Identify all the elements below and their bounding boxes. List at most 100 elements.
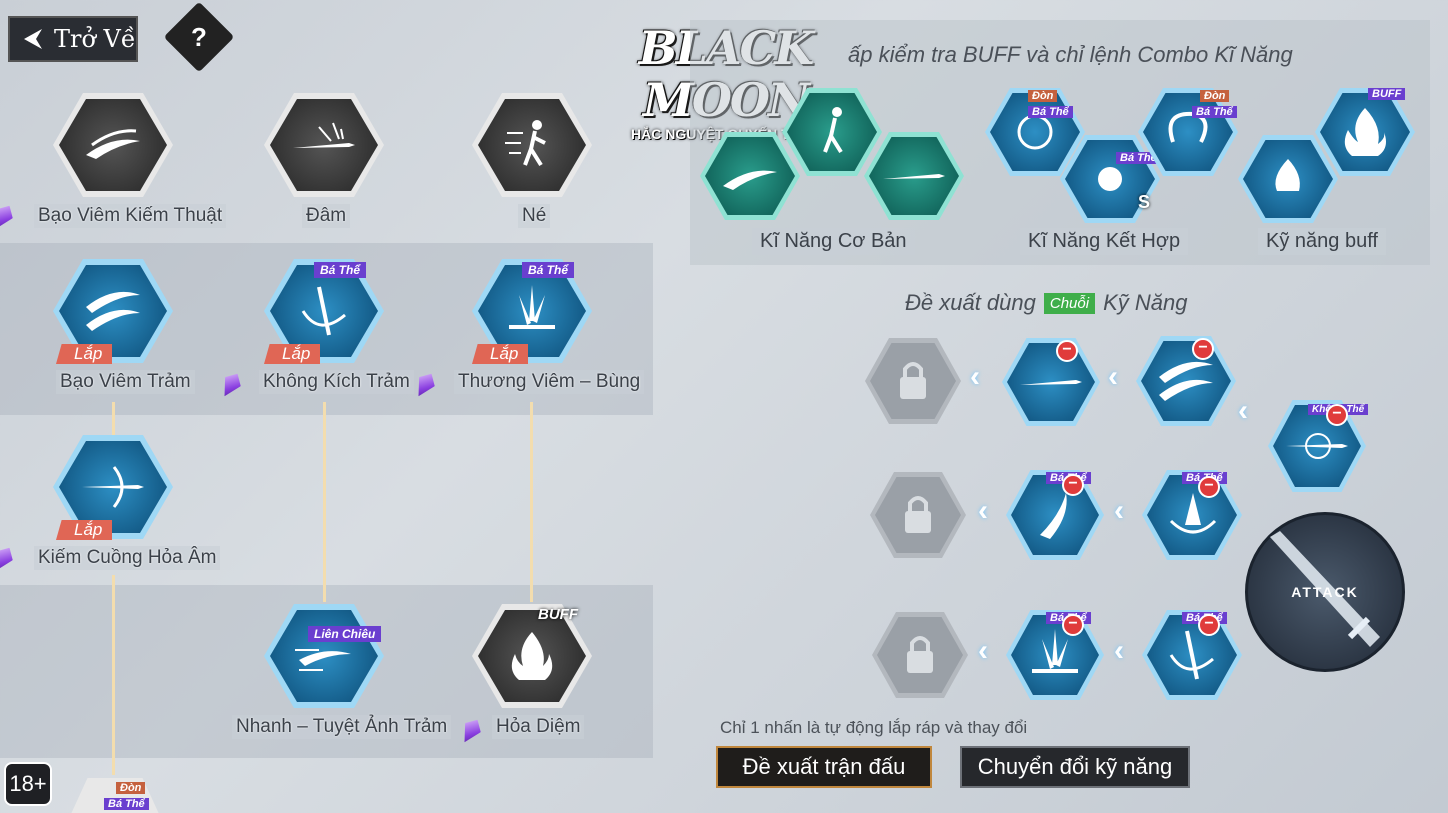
skill-node-ne[interactable] [472,93,592,197]
back-label: Trở Về [54,25,136,53]
lap-tag: Lắp [56,520,113,540]
group-label-buff: Kỹ năng buff [1258,228,1386,255]
skill-node-dam[interactable] [264,93,384,197]
remove-icon[interactable]: − [1192,338,1214,360]
buff-badge: BUFF [538,606,578,623]
group-label-basic: Kĩ Năng Cơ Bản [752,228,915,255]
help-label: ? [191,22,207,52]
combo-slot-1-2[interactable] [1002,338,1100,426]
locked-slot-3[interactable] [872,612,968,698]
target-burst-icon [1098,167,1122,191]
skill-label: Hỏa Diệm [492,715,585,739]
flame-icon [511,632,553,680]
connector-line [530,402,533,602]
sword-thrust-icon [293,122,355,148]
sword-thrust-icon [883,174,945,179]
help-button[interactable]: ? [163,1,235,73]
basic-skill-slash[interactable] [700,132,800,220]
chevron-left-icon: ‹ [1238,394,1248,427]
lock-icon [907,636,933,673]
s-mark: S [1138,192,1151,212]
panel-title: ấp kiểm tra BUFF và chỉ lệnh Combo Kĩ Nă… [848,42,1293,67]
spin-strike-icon [1169,493,1217,534]
sword-icon [1270,531,1380,647]
back-arrow-icon [24,29,42,49]
slash-swirl-icon [723,170,777,190]
combo-slot-2-2[interactable] [1006,470,1104,560]
suggest-prefix: Đề xuất dùng [905,290,1036,315]
remove-icon[interactable]: − [1198,614,1220,636]
gem-icon [0,543,17,575]
flame-icon [1275,159,1300,191]
basic-skill-thrust[interactable] [864,132,964,220]
burst-icon [509,285,555,329]
skill-label: Không Kích Trảm [259,370,414,394]
ba-the-badge: Bá Thể [1028,106,1073,118]
skill-label: Né [518,204,551,228]
connector-line [112,402,115,442]
ba-the-badge: Bá Thể [522,262,575,278]
skill-node-bao-viem-kiem-thuat[interactable] [53,93,173,197]
attack-button[interactable]: ATTACK [1245,512,1405,672]
dodge-figure-icon [505,120,546,167]
remove-icon[interactable]: − [1062,614,1084,636]
lap-tag: Lắp [56,344,113,364]
lap-tag: Lắp [472,344,529,364]
switch-skill-button[interactable]: Chuyển đổi kỹ năng [960,746,1190,788]
claw-slash-icon [1040,493,1067,539]
buff-badge: BUFF [1368,88,1406,100]
skill-label: Nhanh – Tuyệt Ảnh Trảm [232,715,452,739]
lock-icon [900,362,926,399]
don-badge: Đòn [116,782,146,794]
chevron-left-icon: ‹ [970,360,980,393]
sword-spin-icon [301,286,346,336]
skill-label: Kiếm Cuồng Hỏa Âm [34,546,221,570]
wave-slash-icon [86,291,140,331]
chevron-left-icon: ‹ [1114,634,1124,667]
ba-the-badge: Bá Thể [1116,152,1161,164]
combo-slot-2-3[interactable] [1142,470,1242,560]
skill-label: Bạo Viêm Trảm [56,370,195,394]
combo-slot-3-2[interactable] [1006,610,1104,700]
remove-icon[interactable]: − [1062,474,1084,496]
gem-icon [0,201,17,233]
lien-chieu-badge: Liên Chiêu [308,626,382,642]
basic-skill-dodge[interactable] [782,88,882,176]
group-label-combo: Kĩ Năng Kết Hợp [1020,228,1189,255]
remove-icon[interactable]: − [1056,340,1078,362]
skill-label: Thương Viêm – Bùng [454,370,645,394]
back-button[interactable]: Trở Về [8,16,138,62]
chevron-left-icon: ‹ [1114,494,1124,527]
speed-slash-icon [295,649,351,671]
hint-text: Chỉ 1 nhấn là tự động lắp ráp và thay đổ… [720,718,1028,737]
logo-main: BLACK MOON [638,21,815,127]
remove-icon[interactable]: − [1326,404,1348,426]
suggest-title: Đề xuất dùng Chuỗi Kỹ Năng [905,290,1187,316]
locked-slot-2[interactable] [870,472,966,558]
connector-line [323,402,326,602]
ba-the-badge: Bá Thể [314,262,367,278]
chevron-left-icon: ‹ [1108,360,1118,393]
ba-the-badge: Bá Thể [104,798,149,810]
age-rating-badge: 18+ [4,762,52,806]
flaming-sword-icon [1286,433,1348,459]
sword-spin-icon [1169,630,1214,680]
wave-slash-icon [1159,361,1213,401]
flame-icon [1344,108,1386,156]
locked-slot-1[interactable] [865,338,961,424]
lap-tag: Lắp [264,344,321,364]
sword-thrust-icon [1020,380,1082,385]
burst-icon [1032,629,1078,673]
remove-icon[interactable]: − [1198,476,1220,498]
chevron-left-icon: ‹ [978,494,988,527]
skill-label: Đâm [302,204,351,228]
connector-line [112,575,115,775]
chuoi-chip: Chuỗi [1043,292,1096,314]
combo-slot-1-3[interactable] [1136,336,1236,426]
suggest-battle-button[interactable]: Đề xuất trận đấu [716,746,932,788]
don-badge: Đòn [1200,90,1230,102]
dodge-figure-icon [823,107,843,154]
don-badge: Đòn [1028,90,1058,102]
attack-label: ATTACK [1291,584,1359,600]
suggest-suffix: Kỹ Năng [1103,290,1188,315]
